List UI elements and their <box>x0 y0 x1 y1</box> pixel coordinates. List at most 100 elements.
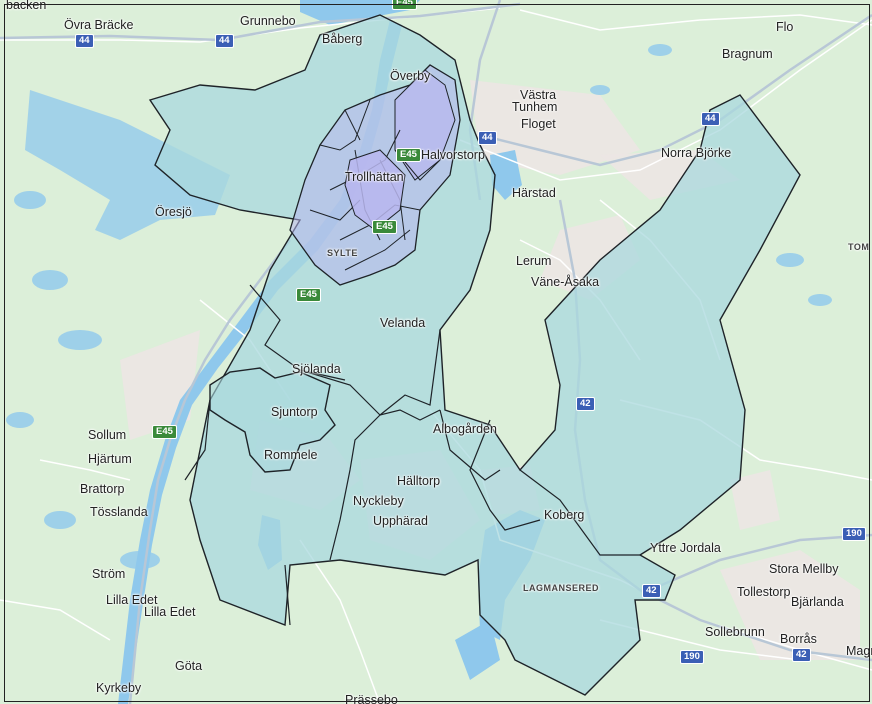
road-shield: 44 <box>215 34 234 48</box>
place-label: Bjärlanda <box>791 595 844 609</box>
pond-3 <box>6 412 34 428</box>
place-label: Koberg <box>544 508 585 522</box>
place-label: Norra Björke <box>661 146 732 160</box>
pond-0 <box>14 191 46 209</box>
place-label: Hjärtum <box>88 452 132 466</box>
road-shield: 42 <box>792 648 811 662</box>
pond-1 <box>32 270 68 290</box>
place-label: Magra <box>846 644 872 658</box>
road-shield: E45 <box>396 148 421 162</box>
minor-road-10 <box>0 599 111 641</box>
place-label: Lilla Edet <box>106 593 158 607</box>
place-label: Halvorstorp <box>421 148 485 162</box>
urban-area-5 <box>730 470 780 530</box>
place-label: Velanda <box>380 316 426 330</box>
place-label: Göta <box>175 659 203 673</box>
pond-5 <box>120 551 160 569</box>
road-shield: E45 <box>152 425 177 439</box>
place-label: Bragnum <box>722 47 773 61</box>
road-shield: E45 <box>296 288 321 302</box>
district-boundary-5 <box>299 369 346 381</box>
district-boundary-2 <box>329 414 381 561</box>
road-shield: E45 <box>392 0 417 10</box>
place-label: Ström <box>92 567 126 581</box>
place-label: Härstad <box>512 186 556 200</box>
minor-road-5 <box>299 539 381 704</box>
lake-south <box>455 620 500 680</box>
main-road-4 <box>649 533 872 592</box>
place-label: Tunhem <box>512 100 558 114</box>
place-label: Stora Mellby <box>769 562 839 576</box>
place-label: Nyckleby <box>353 494 404 508</box>
district-boundary-7 <box>184 399 211 481</box>
place-label: Båberg <box>322 32 363 46</box>
pond-6 <box>648 44 672 56</box>
district-boundary-4 <box>469 419 541 531</box>
place-label: Trollhättan <box>345 170 404 184</box>
place-label: Kyrkeby <box>96 681 142 695</box>
place-label: Sjuntorp <box>271 405 318 419</box>
main-road-1 <box>479 13 872 167</box>
place-label: Albogården <box>433 422 497 436</box>
minor-road-2 <box>459 19 872 181</box>
place-label: Floget <box>521 117 556 131</box>
district-sjuntorp <box>209 367 336 473</box>
lake-oresjo <box>25 90 230 240</box>
road-shield: E45 <box>372 220 397 234</box>
place-label: Prässebo <box>345 693 398 704</box>
place-label: Hälltorp <box>397 474 441 488</box>
minor-road-1 <box>519 9 872 31</box>
place-label: SYLTE <box>327 248 358 258</box>
minor-road-11 <box>39 459 131 481</box>
place-label: Tollestorp <box>737 585 791 599</box>
river-north <box>300 0 420 25</box>
place-label: Flo <box>776 20 794 34</box>
place-label: Västra <box>520 88 557 102</box>
road-shield: 42 <box>576 397 595 411</box>
road-shield: 190 <box>842 527 866 541</box>
lake-harstad <box>490 150 522 200</box>
pond-8 <box>776 253 804 267</box>
city-district-line-4 <box>344 229 411 271</box>
district-boundary-1 <box>379 409 441 421</box>
place-label: Brattorp <box>80 482 125 496</box>
road-shield: 42 <box>642 584 661 598</box>
pond-9 <box>808 294 832 306</box>
district-boundary-3 <box>439 409 501 481</box>
city-district-line-0 <box>319 99 371 151</box>
place-label: Grunnebo <box>240 14 296 28</box>
place-label: Yttre Jordala <box>650 541 721 555</box>
place-label: Övra Bräcke <box>64 18 134 32</box>
place-label: Lilla Edet <box>144 605 196 619</box>
pond-2 <box>58 330 102 350</box>
place-label: Överby <box>390 69 431 83</box>
city-district-line-7 <box>344 109 361 141</box>
place-label: Sollebrunn <box>705 625 765 639</box>
road-shield: 44 <box>75 34 94 48</box>
place-label: Lerum <box>516 254 552 268</box>
district-boundary-0 <box>249 284 441 416</box>
place-label: Borrås <box>780 632 817 646</box>
pond-7 <box>590 85 610 95</box>
district-boundary-8 <box>284 564 291 626</box>
road-shield: 44 <box>701 112 720 126</box>
place-label: TOM <box>848 242 870 252</box>
place-label: Upphärad <box>373 514 428 528</box>
urban-area-6 <box>720 550 860 660</box>
place-label: Väne-Åsaka <box>531 275 600 289</box>
road-shield: 190 <box>680 650 704 664</box>
minor-road-4 <box>599 619 801 661</box>
main-road-2 <box>128 239 291 704</box>
place-label: Tösslanda <box>90 505 148 519</box>
pond-4 <box>44 511 76 529</box>
place-label: Sollum <box>88 428 127 442</box>
road-shield: 44 <box>478 131 497 145</box>
place-label: LAGMANSERED <box>523 583 600 593</box>
place-label: Rommele <box>264 448 318 462</box>
place-label: backen <box>6 0 47 12</box>
place-label: Öresjö <box>155 205 192 219</box>
place-label: Sjölanda <box>292 362 341 376</box>
